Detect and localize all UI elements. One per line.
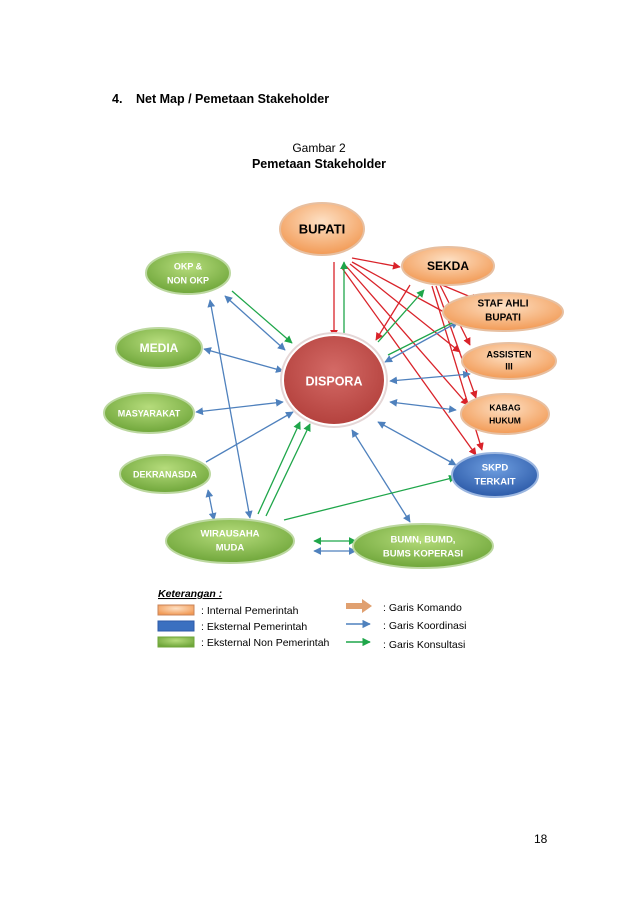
arrow-dekranasda-wirausaha bbox=[205, 489, 217, 521]
arrow-dispora-assisten bbox=[389, 370, 471, 385]
node-staf-ahli-label-1: STAF AHLI bbox=[477, 299, 528, 310]
arrow-bupati-sekda bbox=[351, 257, 401, 270]
node-sekda: SEKDA bbox=[401, 246, 495, 286]
node-kabag-hukum: KABAG HUKUM bbox=[460, 393, 550, 435]
arrow-dispora-bumn bbox=[351, 429, 411, 523]
node-skpd-label-2: TERKAIT bbox=[474, 477, 515, 488]
node-assisten-label-1: ASSISTEN bbox=[486, 349, 531, 359]
node-staf-ahli: STAF AHLI BUPATI bbox=[442, 292, 564, 332]
konsultasi-arrows bbox=[231, 261, 463, 545]
node-okp: OKP & NON OKP bbox=[145, 251, 231, 295]
node-wirausaha-label-2: MUDA bbox=[216, 543, 245, 554]
arrow-okp-dispora bbox=[224, 295, 286, 351]
node-skpd-label-1: SKPD bbox=[482, 463, 509, 474]
node-okp-label-2: NON OKP bbox=[167, 275, 209, 285]
arrow-media-dispora bbox=[203, 347, 284, 373]
arrow-wirausaha-skpd bbox=[283, 474, 457, 521]
node-masyarakat: MASYARAKAT bbox=[103, 392, 195, 434]
arrow-okp-to-dispora bbox=[231, 290, 293, 344]
arrow-okp-wirausaha bbox=[207, 299, 253, 519]
node-assisten: ASSISTEN III bbox=[461, 342, 557, 380]
node-bupati: BUPATI bbox=[279, 202, 365, 256]
node-dispora-label: DISPORA bbox=[306, 374, 363, 388]
koordinasi-arrows bbox=[195, 295, 471, 555]
section-heading: 4. Net Map / Pemetaan Stakeholder bbox=[112, 92, 329, 106]
node-dekranasda-label: DEKRANASDA bbox=[133, 469, 198, 479]
arrow-sekda-dispora bbox=[375, 284, 411, 341]
node-bumn-label-2: BUMS KOPERASI bbox=[383, 549, 463, 560]
node-bumn-label-1: BUMN, BUMD, bbox=[391, 535, 456, 546]
arrow-dispora-sekda bbox=[377, 289, 425, 343]
node-dispora: DISPORA bbox=[280, 332, 388, 428]
arrow-dispora-kabag bbox=[389, 398, 457, 414]
node-bupati-label: BUPATI bbox=[299, 221, 345, 236]
node-sekda-label: SEKDA bbox=[427, 259, 469, 273]
arrow-dispora-skpd bbox=[377, 421, 457, 466]
node-bumn: BUMN, BUMD, BUMS KOPERASI bbox=[352, 523, 494, 569]
legend-swatch-internal bbox=[157, 604, 195, 616]
legend-komando-label: : Garis Komando bbox=[383, 602, 462, 614]
node-kabag-label-1: KABAG bbox=[489, 402, 521, 412]
node-staf-ahli-label-2: BUPATI bbox=[485, 313, 521, 324]
figure-title: Pemetaan Stakeholder bbox=[251, 157, 387, 171]
node-skpd-terkait: SKPD TERKAIT bbox=[451, 452, 539, 498]
node-kabag-label-2: HUKUM bbox=[489, 415, 521, 425]
legend: Keterangan : : Internal Pemerintah : Eks… bbox=[157, 588, 466, 651]
legend-non-government-label: : Eksternal Non Pemerintah bbox=[201, 637, 330, 649]
arrow-dekranasda-dispora bbox=[205, 411, 294, 463]
section-number: 4. bbox=[112, 92, 123, 106]
node-wirausaha-label-1: WIRAUSAHA bbox=[200, 529, 259, 540]
node-assisten-label-2: III bbox=[505, 361, 513, 371]
node-media: MEDIA bbox=[115, 327, 203, 369]
legend-konsultasi-label: : Garis Konsultasi bbox=[383, 639, 465, 651]
figure-number: Gambar 2 bbox=[292, 141, 346, 155]
legend-swatch-non-government bbox=[157, 636, 195, 648]
legend-komando-arrow bbox=[346, 599, 372, 613]
arrow-bupati-staf bbox=[351, 261, 456, 319]
node-dekranasda: DEKRANASDA bbox=[119, 454, 211, 494]
page-number: 18 bbox=[534, 832, 548, 846]
legend-title: Keterangan : bbox=[158, 588, 222, 600]
legend-swatch-external bbox=[157, 620, 195, 632]
arrow-dispora-staf bbox=[384, 321, 459, 363]
legend-internal-label: : Internal Pemerintah bbox=[201, 605, 299, 617]
arrow-wirausaha-dispora-1 bbox=[257, 421, 301, 515]
section-title: Net Map / Pemetaan Stakeholder bbox=[136, 92, 330, 106]
arrow-dispora-staf-ahli bbox=[387, 317, 463, 356]
legend-external-label: : Eksternal Pemerintah bbox=[201, 621, 307, 633]
arrow-wirausaha-dispora-2 bbox=[265, 423, 311, 517]
node-okp-label-1: OKP & bbox=[174, 261, 203, 271]
node-wirausaha-muda: WIRAUSAHA MUDA bbox=[165, 518, 295, 564]
node-media-label: MEDIA bbox=[140, 341, 179, 355]
arrow-masyarakat-dispora bbox=[195, 398, 284, 416]
node-masyarakat-label: MASYARAKAT bbox=[118, 408, 181, 418]
legend-koordinasi-label: : Garis Koordinasi bbox=[383, 620, 466, 632]
